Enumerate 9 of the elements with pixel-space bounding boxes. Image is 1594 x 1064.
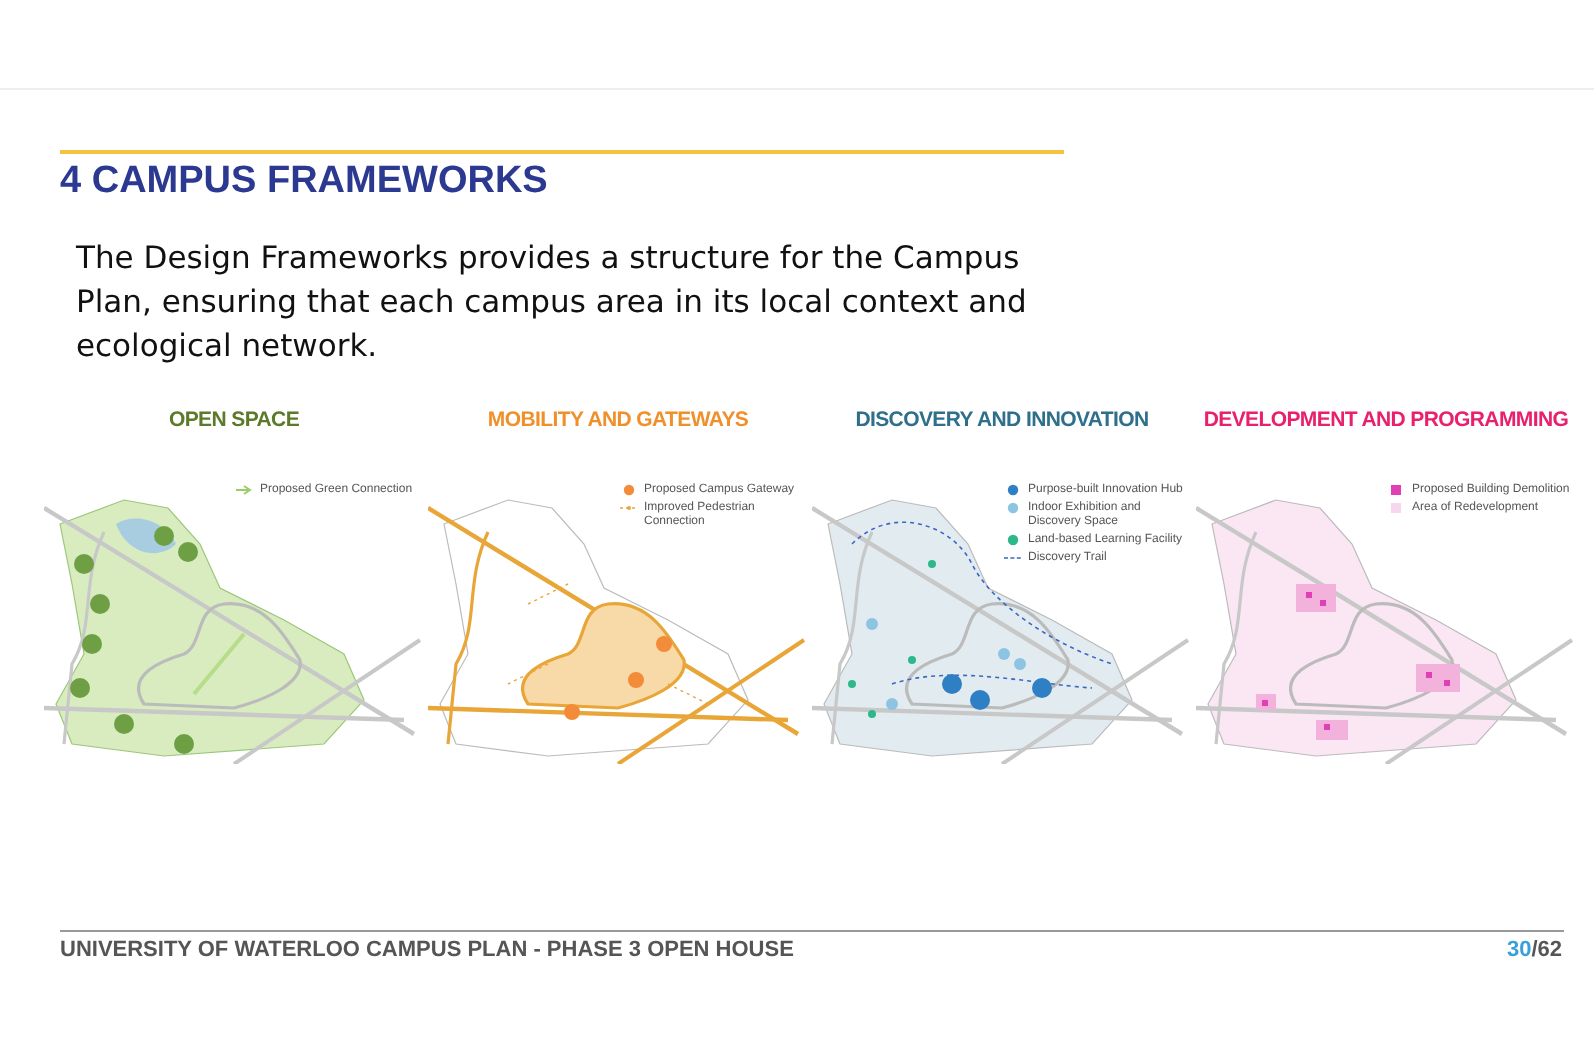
panel-heading: MOBILITY AND GATEWAYS (485, 408, 751, 432)
page-number: /62 (1531, 938, 1562, 962)
panel-heading: OPEN SPACE (166, 408, 302, 432)
footer-text: UNIVERSITY OF WATERLOO CAMPUS PLAN - PHASE 3 OPEN HOUSE (60, 938, 794, 962)
page-number: 30 (1506, 938, 1532, 962)
panel-heading: DISCOVERY AND INNOVATION (853, 408, 1151, 432)
panel-heading: DEVELOPMENT AND PROGRAMMING (1201, 408, 1571, 432)
slide-title: 4 CAMPUS FRAMEWORKS (60, 160, 548, 204)
body-paragraph: The Design Frameworks provides a structure for the Campus Plan, ensuring that each campus area in its local context and ecological network. (76, 238, 1029, 368)
